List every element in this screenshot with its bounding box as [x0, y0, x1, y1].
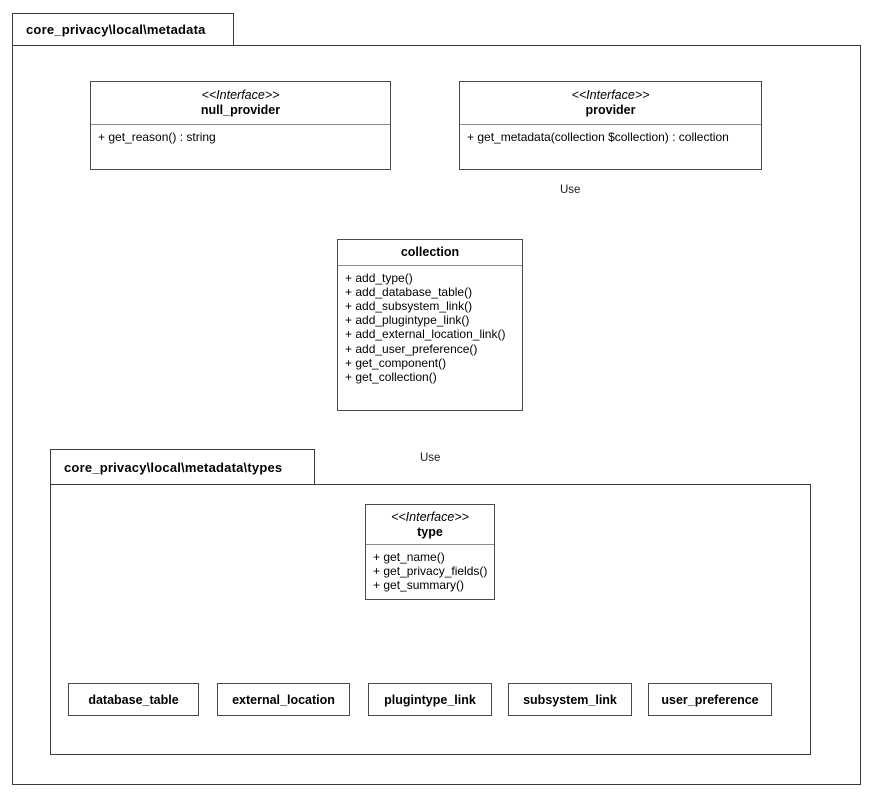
class-header: collection [338, 240, 522, 265]
class-box-subsystem-link[interactable]: subsystem_link [508, 683, 632, 716]
class-header: <<Interface>> provider [460, 82, 761, 124]
section-divider [338, 264, 522, 266]
member-row: + add_user_preference() [345, 341, 478, 356]
section-divider [91, 123, 390, 125]
class-name-label: null_provider [200, 102, 281, 117]
class-members: + get_name() + get_privacy_fields() + ge… [366, 545, 494, 600]
edge-label-use-collection-type: Use [418, 452, 443, 464]
member-row: + get_reason() : string [98, 129, 216, 144]
stereotype-label: <<Interface>> [391, 510, 469, 524]
class-name-label: type [417, 524, 443, 539]
edge-label-use-provider-collection: Use [558, 184, 583, 196]
package-tab-types: core_privacy\local\metadata\types [50, 449, 315, 485]
class-members: + get_reason() : string [91, 125, 390, 170]
class-name-label: database_table [88, 692, 179, 707]
class-members: + get_metadata(collection $collection) :… [460, 125, 761, 170]
member-row: + get_privacy_fields() [373, 563, 488, 578]
class-name-label: user_preference [661, 692, 759, 707]
class-name-label: external_location [232, 692, 335, 707]
class-name-label: provider [585, 102, 636, 117]
class-box-user-preference[interactable]: user_preference [648, 683, 772, 716]
stereotype-label: <<Interface>> [571, 88, 650, 102]
class-header: <<Interface>> type [366, 505, 494, 544]
class-box-collection[interactable]: collection + add_type() + add_database_t… [337, 239, 523, 411]
class-box-type[interactable]: <<Interface>> type + get_name() + get_pr… [365, 504, 495, 600]
class-box-external-location[interactable]: external_location [217, 683, 350, 716]
member-row: + add_plugintype_link() [345, 313, 470, 328]
member-row: + add_subsystem_link() [345, 299, 473, 314]
package-tab-core-privacy-local-metadata: core_privacy\local\metadata [12, 13, 234, 46]
stereotype-label: <<Interface>> [201, 88, 280, 102]
package-label: core_privacy\local\metadata\types [64, 459, 283, 475]
section-divider [366, 543, 494, 545]
class-name-label: subsystem_link [523, 692, 617, 707]
member-row: + add_external_location_link() [345, 327, 506, 342]
member-row: + get_name() [373, 549, 445, 564]
class-box-null-provider[interactable]: <<Interface>> null_provider + get_reason… [90, 81, 391, 170]
class-box-provider[interactable]: <<Interface>> provider + get_metadata(co… [459, 81, 762, 170]
package-label: core_privacy\local\metadata [26, 22, 206, 37]
member-row: + get_summary() [373, 577, 465, 592]
member-row: + add_type() [345, 270, 413, 285]
class-members: + add_type() + add_database_table() + ad… [338, 266, 522, 410]
class-name-label: plugintype_link [384, 692, 476, 707]
member-row: + get_collection() [345, 369, 437, 384]
member-row: + add_database_table() [345, 284, 473, 299]
class-box-plugintype-link[interactable]: plugintype_link [368, 683, 492, 716]
member-row: + get_metadata(collection $collection) :… [467, 129, 729, 144]
section-divider [460, 123, 761, 125]
member-row: + get_component() [345, 355, 447, 370]
class-header: <<Interface>> null_provider [91, 82, 390, 124]
class-name-label: collection [400, 245, 460, 259]
class-box-database-table[interactable]: database_table [68, 683, 199, 716]
